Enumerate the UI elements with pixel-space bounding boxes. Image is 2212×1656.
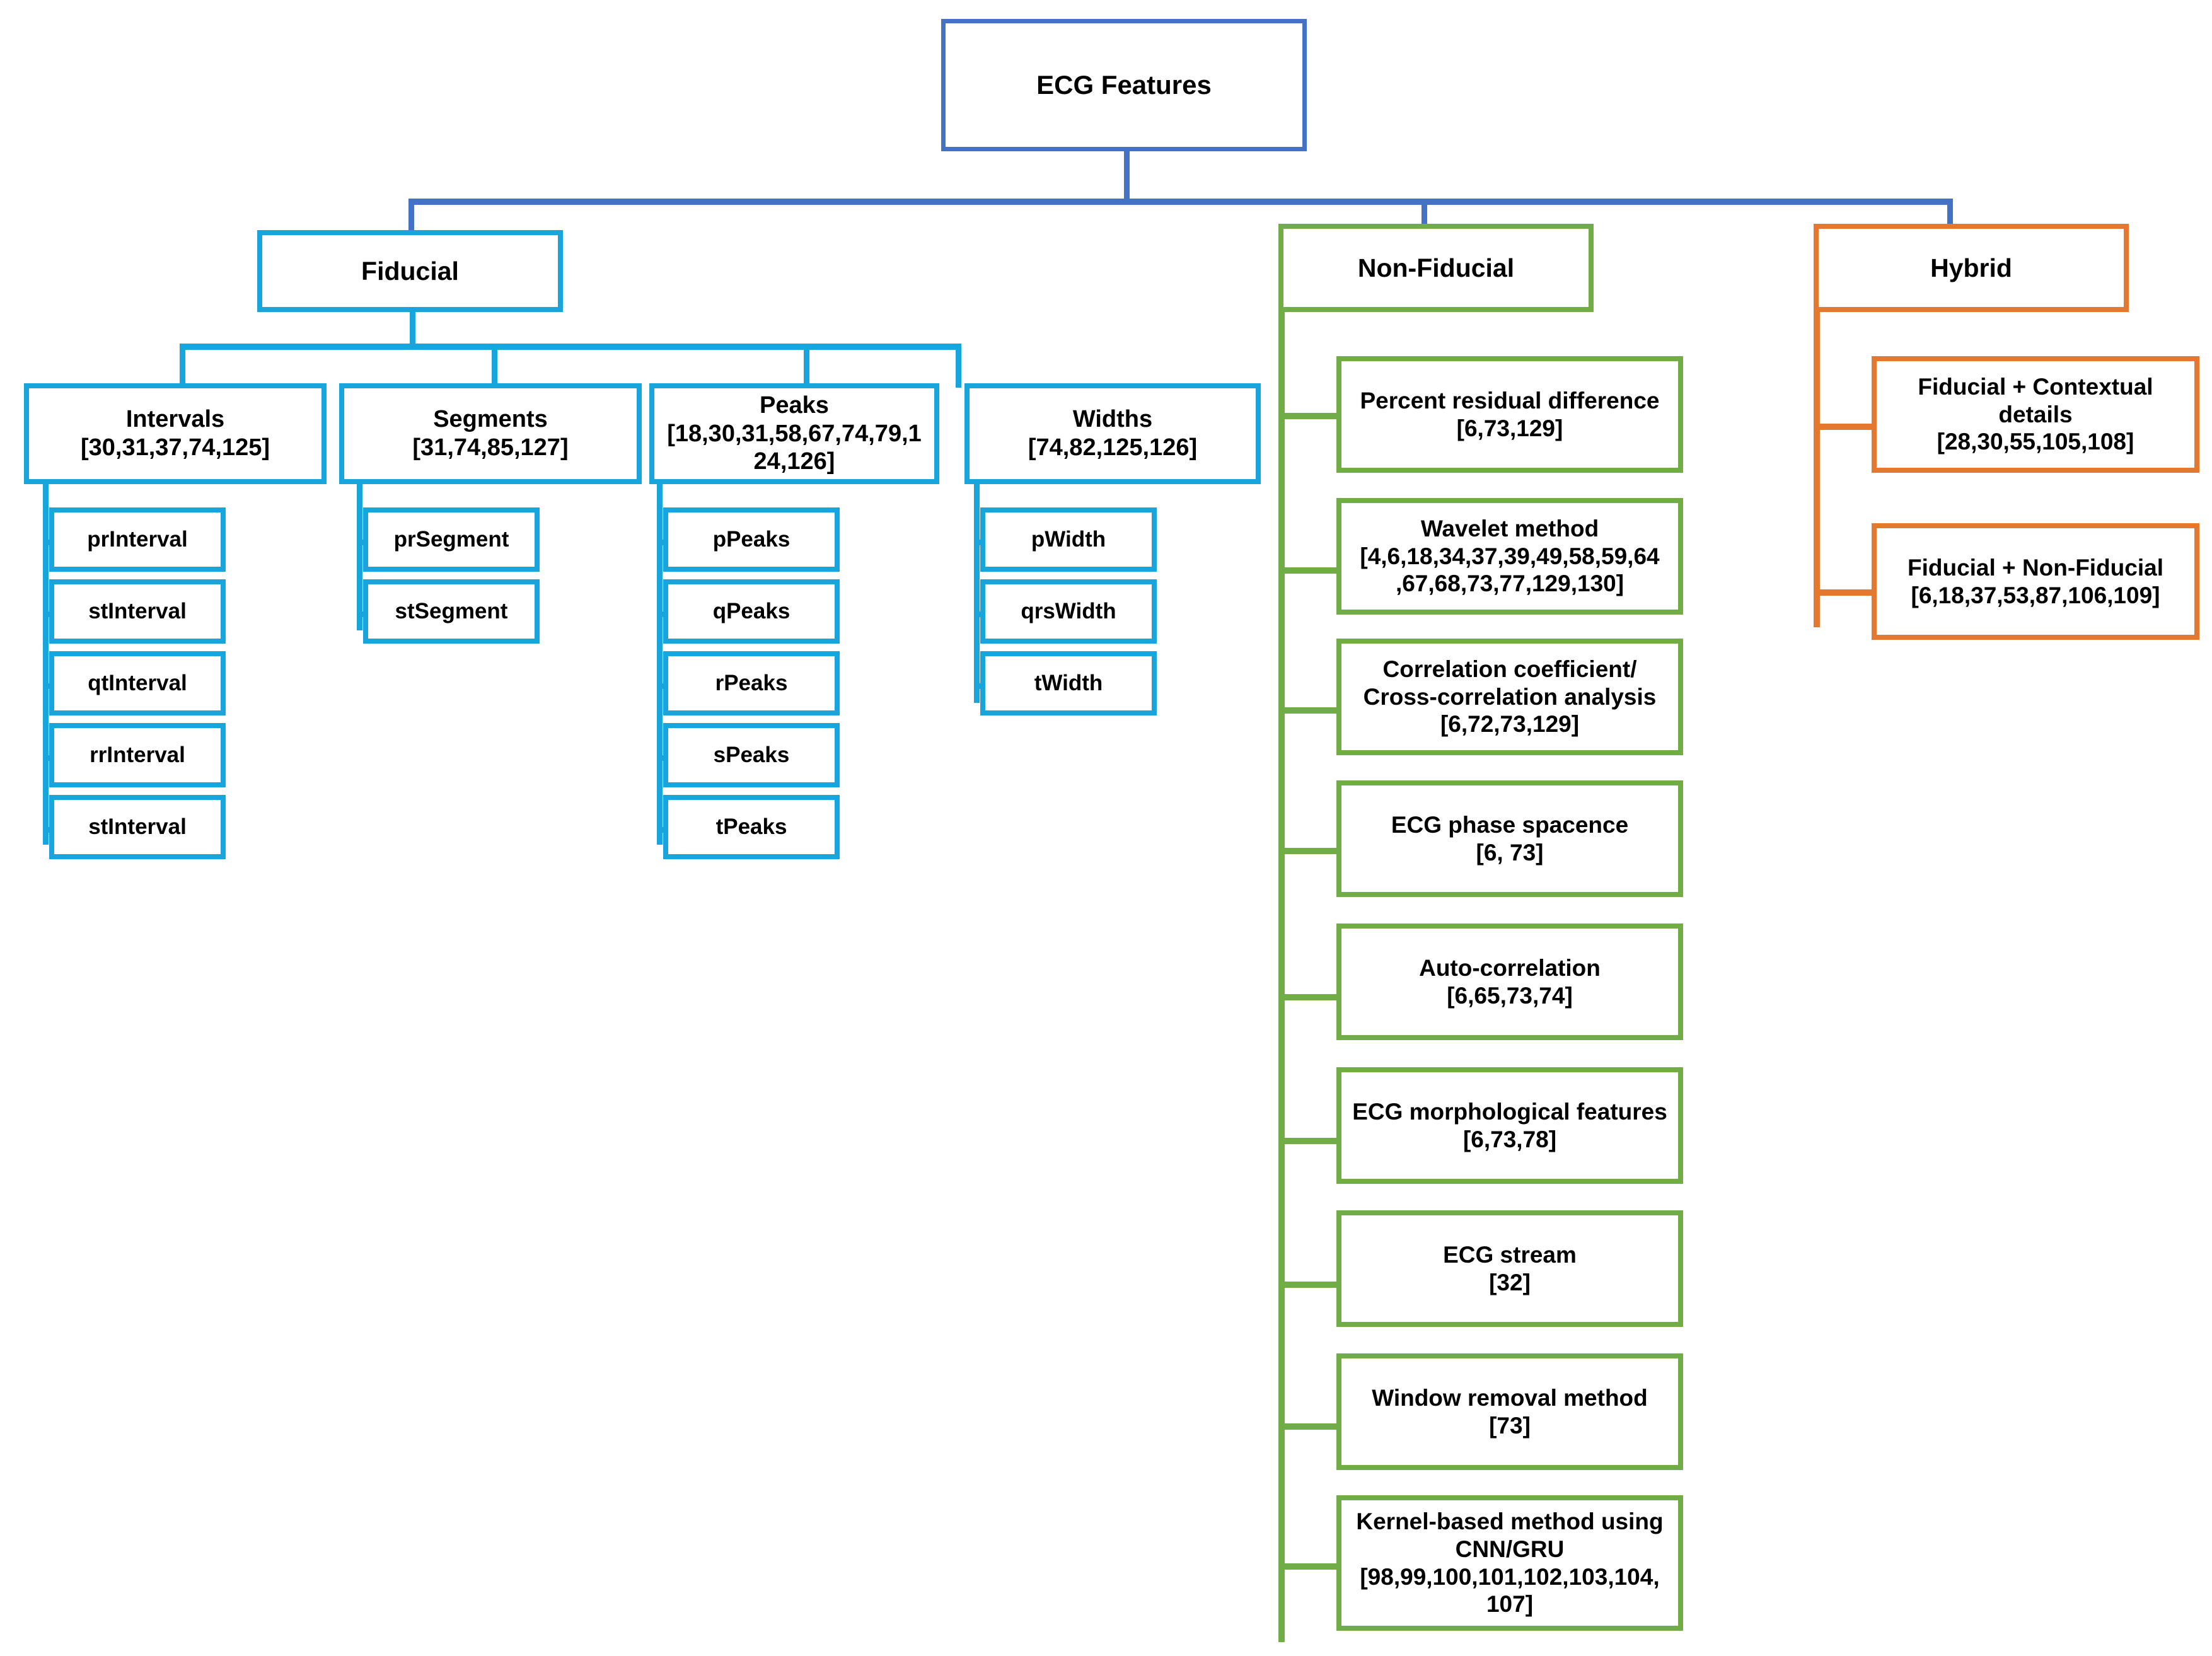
node-nonfiducial-ecg-morphological-features-label: ECG morphological features [6,73,78]	[1352, 1098, 1667, 1152]
connector-segments-spine	[357, 479, 362, 630]
node-leaf-ppeaks[interactable]: pPeaks	[663, 507, 840, 572]
connector-nonfiducial-stub-7	[1278, 1282, 1336, 1288]
connector-intervals-spine	[43, 479, 49, 845]
node-fiducial[interactable]: Fiducial	[257, 230, 563, 312]
node-nonfiducial-wavelet-method[interactable]: Wavelet method [4,6,18,34,37,39,49,58,59…	[1336, 498, 1683, 615]
node-category-widths[interactable]: Widths [74,82,125,126]	[964, 383, 1261, 484]
node-hybrid-fiducial-contextual-details-label: Fiducial + Contextual details [28,30,55,…	[1918, 374, 2153, 455]
node-nonfiducial-window-removal-method[interactable]: Window removal method [73]	[1336, 1353, 1683, 1470]
connector-root-drop-hybrid	[1947, 199, 1953, 230]
node-nonfiducial-percent-residual-difference[interactable]: Percent residual difference [6,73,129]	[1336, 356, 1683, 473]
node-nonfiducial-auto-correlation[interactable]: Auto-correlation [6,65,73,74]	[1336, 924, 1683, 1040]
node-leaf-stinterval-2[interactable]: stInterval	[49, 795, 226, 859]
connector-nonfiducial-stub-4	[1278, 848, 1336, 854]
connector-peaks-spine	[657, 479, 663, 845]
node-nonfiducial-correlation-coefficient[interactable]: Correlation coefficient/ Cross-correlati…	[1336, 639, 1683, 755]
node-leaf-rrinterval[interactable]: rrInterval	[49, 723, 226, 787]
node-non-fiducial[interactable]: Non-Fiducial	[1278, 224, 1594, 312]
connector-widths-spine	[974, 479, 980, 703]
node-leaf-stsegment-label: stSegment	[395, 599, 508, 624]
node-root-label: ECG Features	[1036, 70, 1212, 100]
node-leaf-qrswidth-label: qrsWidth	[1021, 599, 1116, 624]
node-category-segments[interactable]: Segments [31,74,85,127]	[339, 383, 642, 484]
connector-nonfiducial-stub-9	[1278, 1563, 1336, 1570]
node-leaf-qtinterval-label: qtInterval	[88, 671, 187, 696]
node-hybrid-fiducial-non-fiducial-label: Fiducial + Non-Fiducial [6,18,37,53,87,1…	[1907, 554, 2163, 608]
node-leaf-stsegment[interactable]: stSegment	[363, 579, 540, 644]
node-nonfiducial-ecg-morphological-features[interactable]: ECG morphological features [6,73,78]	[1336, 1067, 1683, 1184]
node-nonfiducial-ecg-stream-label: ECG stream [32]	[1443, 1241, 1577, 1295]
connector-root-drop-fiducial	[408, 199, 414, 230]
node-leaf-printerval-label: prInterval	[87, 527, 188, 552]
connector-nonfiducial-stub-3	[1278, 707, 1336, 714]
node-leaf-pwidth[interactable]: pWidth	[980, 507, 1157, 572]
node-leaf-ppeaks-label: pPeaks	[712, 527, 790, 552]
connector-nonfiducial-stub-8	[1278, 1423, 1336, 1430]
node-nonfiducial-correlation-coefficient-label: Correlation coefficient/ Cross-correlati…	[1363, 656, 1657, 738]
node-root-ecg-features[interactable]: ECG Features	[941, 19, 1307, 151]
connector-nonfiducial-stub-2	[1278, 567, 1336, 574]
connector-nonfiducial-stub-6	[1278, 1138, 1336, 1144]
connector-fiducial-stem	[410, 312, 415, 344]
connector-fiducial-bus	[180, 344, 961, 350]
connector-hybrid-stub-2	[1814, 589, 1872, 596]
node-leaf-tpeaks-label: tPeaks	[715, 814, 787, 840]
connector-root-bus	[408, 199, 1953, 205]
connector-fiducial-drop-widths	[956, 344, 961, 388]
node-nonfiducial-wavelet-method-label: Wavelet method [4,6,18,34,37,39,49,58,59…	[1360, 516, 1660, 597]
node-leaf-stinterval-2-label: stInterval	[88, 814, 187, 840]
node-category-intervals[interactable]: Intervals [30,31,37,74,125]	[24, 383, 327, 484]
node-nonfiducial-ecg-stream[interactable]: ECG stream [32]	[1336, 1210, 1683, 1327]
node-nonfiducial-auto-correlation-label: Auto-correlation [6,65,73,74]	[1419, 954, 1601, 1009]
node-leaf-pwidth-label: pWidth	[1031, 527, 1106, 552]
connector-nonfiducial-stub-1	[1278, 413, 1336, 419]
node-nonfiducial-percent-residual-difference-label: Percent residual difference [6,73,129]	[1360, 387, 1660, 441]
node-leaf-qpeaks-label: qPeaks	[712, 599, 790, 624]
node-hybrid-label: Hybrid	[1930, 253, 2012, 282]
node-leaf-qpeaks[interactable]: qPeaks	[663, 579, 840, 644]
node-category-peaks[interactable]: Peaks [18,30,31,58,67,74,79,1 24,126]	[649, 383, 939, 484]
node-nonfiducial-ecg-phase-spacence[interactable]: ECG phase spacence [6, 73]	[1336, 780, 1683, 897]
node-leaf-prsegment[interactable]: prSegment	[363, 507, 540, 572]
node-nonfiducial-kernel-based-method[interactable]: Kernel-based method using CNN/GRU [98,99…	[1336, 1495, 1683, 1631]
node-leaf-qtinterval[interactable]: qtInterval	[49, 651, 226, 715]
connector-root-drop-nonfiducial	[1422, 199, 1427, 230]
node-nonfiducial-window-removal-method-label: Window removal method [73]	[1372, 1384, 1648, 1439]
node-category-segments-label: Segments [31,74,85,127]	[412, 406, 569, 461]
node-nonfiducial-kernel-based-method-label: Kernel-based method using CNN/GRU [98,99…	[1356, 1508, 1664, 1618]
node-non-fiducial-label: Non-Fiducial	[1357, 253, 1515, 282]
node-leaf-printerval[interactable]: prInterval	[49, 507, 226, 572]
connector-fiducial-drop-segments	[492, 344, 497, 388]
node-leaf-stinterval-1[interactable]: stInterval	[49, 579, 226, 644]
node-leaf-prsegment-label: prSegment	[393, 527, 509, 552]
node-leaf-tpeaks[interactable]: tPeaks	[663, 795, 840, 859]
connector-nonfiducial-stub-5	[1278, 994, 1336, 1000]
node-hybrid[interactable]: Hybrid	[1814, 224, 2129, 312]
node-category-widths-label: Widths [74,82,125,126]	[1028, 406, 1198, 461]
node-leaf-twidth-label: tWidth	[1034, 671, 1103, 696]
node-leaf-twidth[interactable]: tWidth	[980, 651, 1157, 715]
node-leaf-qrswidth[interactable]: qrsWidth	[980, 579, 1157, 644]
node-nonfiducial-ecg-phase-spacence-label: ECG phase spacence [6, 73]	[1391, 811, 1629, 866]
connector-root-stem	[1124, 151, 1130, 199]
node-leaf-stinterval-1-label: stInterval	[88, 599, 187, 624]
node-category-peaks-label: Peaks [18,30,31,58,67,74,79,1 24,126]	[667, 391, 922, 475]
node-leaf-rrinterval-label: rrInterval	[90, 743, 185, 768]
connector-hybrid-stub-1	[1814, 424, 1872, 430]
node-fiducial-label: Fiducial	[361, 256, 459, 286]
node-hybrid-fiducial-non-fiducial[interactable]: Fiducial + Non-Fiducial [6,18,37,53,87,1…	[1872, 523, 2199, 640]
connector-fiducial-drop-peaks	[804, 344, 809, 388]
node-category-intervals-label: Intervals [30,31,37,74,125]	[80, 406, 270, 461]
node-hybrid-fiducial-contextual-details[interactable]: Fiducial + Contextual details [28,30,55,…	[1872, 356, 2199, 473]
node-leaf-rpeaks-label: rPeaks	[715, 671, 788, 696]
connector-fiducial-drop-intervals	[180, 344, 185, 388]
node-leaf-speaks-label: sPeaks	[713, 743, 790, 768]
node-leaf-rpeaks[interactable]: rPeaks	[663, 651, 840, 715]
connector-nonfiducial-spine	[1278, 224, 1285, 1642]
node-leaf-speaks[interactable]: sPeaks	[663, 723, 840, 787]
